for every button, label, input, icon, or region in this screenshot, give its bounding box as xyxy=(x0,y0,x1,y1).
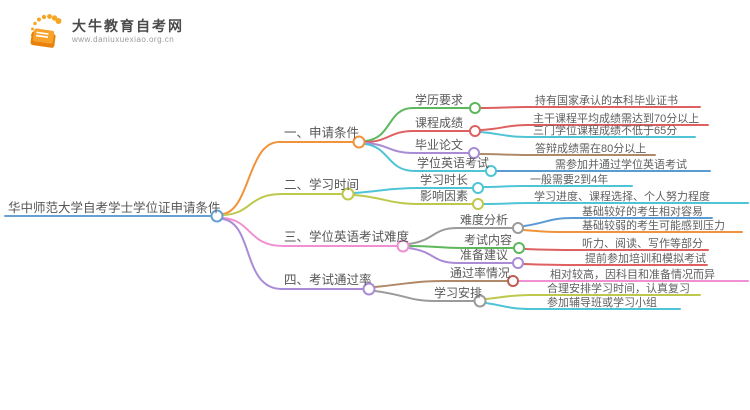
collapse-toggle-branch2[interactable] xyxy=(341,187,355,201)
collapse-toggle[interactable] xyxy=(513,242,525,254)
branch-node-1[interactable]: 一、申请条件 xyxy=(284,126,360,140)
leaf-node[interactable]: 三门学位课程成绩不低于65分 xyxy=(533,125,678,137)
leaf-node[interactable]: 听力、阅读、写作等部分 xyxy=(582,238,703,250)
leaf-node[interactable]: 提前参加培训和模拟考试 xyxy=(585,253,706,265)
subnode-kaoshi-neirong[interactable]: 考试内容 xyxy=(464,233,513,247)
collapse-toggle[interactable] xyxy=(507,275,519,287)
subnode-biye-lunwen[interactable]: 毕业论文 xyxy=(415,138,464,152)
collapse-toggle[interactable] xyxy=(512,257,524,269)
book-icon xyxy=(30,14,62,48)
branch-node-4[interactable]: 四、考试通过率 xyxy=(284,273,372,287)
subnode-xuewei-yingyu[interactable]: 学位英语考试 xyxy=(417,156,490,170)
collapse-toggle[interactable] xyxy=(512,222,524,234)
leaf-node[interactable]: 相对较高，因科目和准备情况而异 xyxy=(550,269,715,281)
collapse-toggle-branch4[interactable] xyxy=(362,282,376,296)
collapse-toggle[interactable] xyxy=(473,294,487,308)
subnode-xuexi-anpai[interactable]: 学习安排 xyxy=(434,286,483,300)
collapse-toggle[interactable] xyxy=(472,198,484,210)
collapse-toggle[interactable] xyxy=(472,182,484,194)
leaf-node[interactable]: 持有国家承认的本科毕业证书 xyxy=(535,95,678,107)
leaf-node[interactable]: 需参加并通过学位英语考试 xyxy=(555,159,687,171)
subnode-kecheng-chengji[interactable]: 课程成绩 xyxy=(415,116,464,130)
site-url: www.daniuxuexiao.org.cn xyxy=(72,35,175,44)
collapse-toggle[interactable] xyxy=(469,102,481,114)
subnode-zhunbei-jianyi[interactable]: 准备建议 xyxy=(460,248,509,262)
collapse-toggle[interactable] xyxy=(468,147,480,159)
collapse-toggle-branch1[interactable] xyxy=(352,135,366,149)
branch-node-2[interactable]: 二、学习时间 xyxy=(284,178,360,192)
site-logo[interactable]: 大牛教育自考网 www.daniuxuexiao.org.cn xyxy=(26,12,184,50)
leaf-node[interactable]: 答辩成绩需在80分以上 xyxy=(535,143,647,155)
leaf-node[interactable]: 基础较弱的考生可能感到压力 xyxy=(582,220,725,232)
root-node[interactable]: 华中师范大学自考学士学位证申请条件 xyxy=(8,201,221,215)
leaf-node[interactable]: 合理安排学习时间，认真复习 xyxy=(547,283,690,295)
collapse-toggle-branch3[interactable] xyxy=(396,239,410,253)
subnode-xueli-yaoqiu[interactable]: 学历要求 xyxy=(415,93,464,107)
collapse-toggle[interactable] xyxy=(469,125,481,137)
subnode-nandu-fenxi[interactable]: 难度分析 xyxy=(460,213,509,227)
subnode-tongguolv-qingkuang[interactable]: 通过率情况 xyxy=(450,266,511,280)
branch-node-3[interactable]: 三、学位英语考试难度 xyxy=(284,230,410,244)
collapse-toggle[interactable] xyxy=(485,165,497,177)
leaf-node[interactable]: 参加辅导班或学习小组 xyxy=(547,297,657,309)
site-title: 大牛教育自考网 xyxy=(72,18,184,34)
leaf-node[interactable]: 学习进度、课程选择、个人努力程度 xyxy=(534,191,710,203)
leaf-node[interactable]: 主干课程平均成绩需达到70分以上 xyxy=(533,113,700,125)
subnode-yingxiang-yinsu[interactable]: 影响因素 xyxy=(420,189,469,203)
subnode-xuexi-shichang[interactable]: 学习时长 xyxy=(420,173,469,187)
leaf-node[interactable]: 基础较好的考生相对容易 xyxy=(582,206,703,218)
collapse-toggle-root[interactable] xyxy=(210,209,224,223)
leaf-node[interactable]: 一般需要2到4年 xyxy=(530,174,609,186)
